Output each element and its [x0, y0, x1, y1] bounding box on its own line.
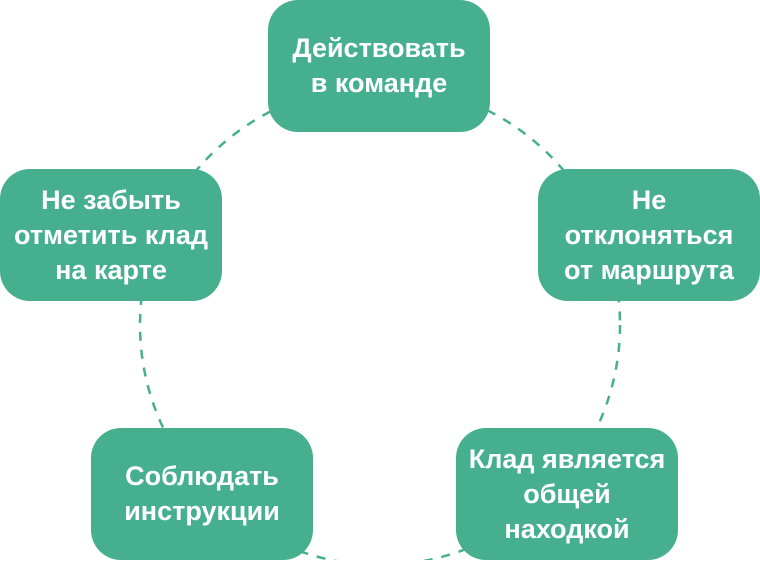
cycle-step-follow-instructions: Соблюдать инструкции [91, 428, 313, 560]
cycle-step-label: Не забыть отметить клад на карте [14, 184, 208, 285]
cycle-step-treasure-is-shared: Клад является общей находкой [456, 428, 678, 560]
cycle-step-mark-treasure-on-map: Не забыть отметить клад на карте [0, 169, 222, 301]
cycle-step-stay-on-route: Не отклоняться от маршрута [538, 169, 760, 301]
cycle-connector-ring [138, 83, 622, 565]
cycle-step-label: Действовать в команде [292, 33, 466, 98]
cycle-step-label: Клад является общей находкой [468, 443, 666, 544]
cycle-step-work-as-team: Действовать в команде [268, 0, 490, 132]
cycle-step-label: Не отклоняться от маршрута [564, 184, 734, 285]
cycle-step-label: Соблюдать инструкции [124, 461, 280, 526]
